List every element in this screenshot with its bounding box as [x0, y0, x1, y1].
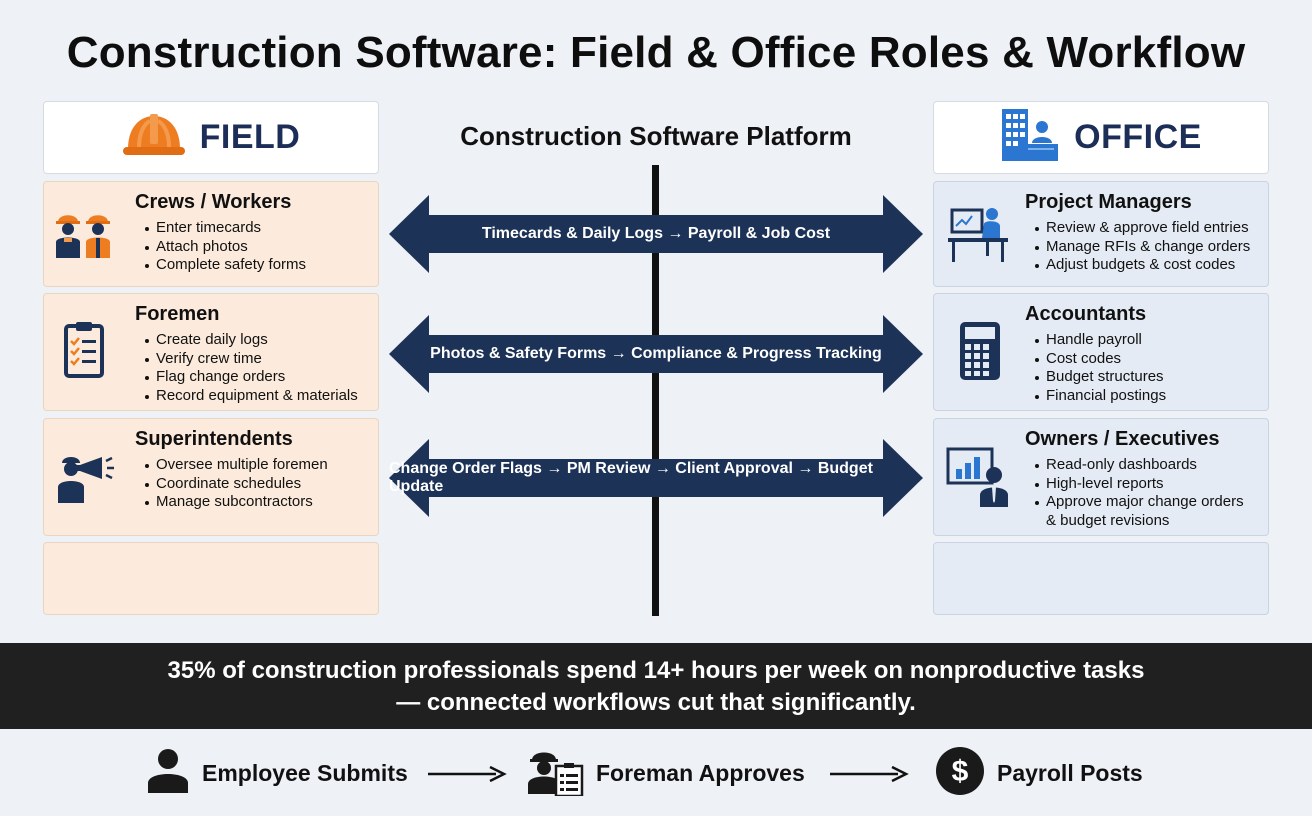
- empty-office-card: [933, 542, 1269, 615]
- office-header-label: OFFICE: [1074, 118, 1202, 156]
- list-item: Flag change orders: [145, 368, 358, 387]
- banner-line-1: 35% of construction professionals spend …: [167, 657, 1145, 684]
- workflow-step-label: Payroll Posts: [997, 759, 1143, 786]
- list-item: Budget structures: [1034, 368, 1166, 387]
- list-item: Handle payroll: [1034, 331, 1166, 350]
- workflow-arrow-icon: [830, 766, 909, 782]
- dashboard-executive-icon: [946, 445, 1010, 509]
- svg-text:$: $: [952, 755, 969, 788]
- role-items: Oversee multiple foremen Coordinate sche…: [145, 456, 328, 512]
- list-item: Enter timecards: [144, 219, 306, 238]
- list-item: Create daily logs: [145, 331, 358, 350]
- workflow-step-payroll: $ Payroll Posts: [935, 746, 1143, 801]
- list-item: Review & approve field entries: [1034, 219, 1249, 236]
- platform-divider: [652, 165, 659, 616]
- person-icon: [146, 747, 190, 800]
- workflow-step-label: Employee Submits: [202, 759, 408, 786]
- flow-arrow-photos: Photos & Safety Forms → Compliance & Pro…: [389, 315, 923, 393]
- workflow-step-employee: Employee Submits: [146, 747, 408, 799]
- field-header: FIELD: [43, 101, 379, 174]
- desk-person-icon: [946, 202, 1010, 266]
- flow-label: Photos & Safety Forms → Compliance & Pro…: [430, 345, 882, 362]
- workers-icon: [52, 204, 116, 268]
- list-item: Complete safety forms: [144, 256, 307, 273]
- workflow-step-foreman: Foreman Approves: [526, 747, 805, 799]
- list-item: Coordinate schedules: [145, 475, 328, 494]
- list-item: Adjust budgets & cost codes: [1034, 256, 1250, 275]
- role-card-accountants: Accountants Handle payroll Cost codes Bu…: [933, 293, 1269, 411]
- office-header: OFFICE: [933, 101, 1269, 174]
- flow-arrow-timecards: Timecards & Daily Logs → Payroll & Job C…: [389, 195, 923, 273]
- list-item: Approve major change orders: [1035, 493, 1244, 510]
- list-item: Read-only dashboards: [1035, 456, 1244, 475]
- role-title: Accountants: [1025, 303, 1147, 325]
- approval-workflow: Employee Submits Foreman Approves: [0, 730, 1312, 816]
- dollar-circle-icon: $: [935, 746, 985, 801]
- calculator-icon: [946, 320, 1010, 384]
- flow-label: Timecards & Daily Logs → Payroll & Job C…: [481, 225, 831, 242]
- role-card-superintendents: Superintendents Oversee multiple foremen…: [43, 418, 379, 536]
- hard-hat-icon: [122, 111, 186, 164]
- list-item: Financial postings: [1034, 386, 1167, 404]
- role-card-foremen: Foremen Create daily logs Verify crew ti…: [43, 293, 379, 411]
- foreman-clipboard-icon: [526, 746, 584, 801]
- list-item: Attach photos: [144, 238, 306, 257]
- page-title: Construction Software: Field & Office Ro…: [66, 28, 1246, 77]
- role-items: Create daily logs Verify crew time Flag …: [145, 331, 358, 405]
- platform-title: Construction Software Platform: [460, 121, 852, 151]
- office-building-icon: [1000, 107, 1060, 168]
- role-items: Read-only dashboards High-level reports …: [1035, 456, 1244, 530]
- role-card-owners-executives: Owners / Executives Read-only dashboards…: [933, 418, 1269, 536]
- clipboard-checklist-icon: [52, 320, 116, 384]
- role-title: Crews / Workers: [135, 191, 292, 213]
- list-item: Cost codes: [1034, 350, 1166, 369]
- role-card-project-managers: Project Managers Review & approve field …: [933, 181, 1269, 287]
- stat-banner: 35% of construction professionals spend …: [0, 643, 1312, 729]
- role-title: Foremen: [135, 303, 220, 325]
- list-item-continuation: & budget revisions: [1046, 511, 1170, 529]
- role-title: Owners / Executives: [1025, 428, 1220, 450]
- megaphone-person-icon: [52, 445, 116, 509]
- role-items: Review & approve field entries Manage RF…: [1034, 219, 1251, 275]
- workflow-step-label: Foreman Approves: [596, 759, 805, 786]
- list-item: Manage RFIs & change orders: [1034, 237, 1251, 255]
- empty-field-card: [43, 542, 379, 615]
- role-card-crews: Crews / Workers Enter timecards Attach p…: [43, 181, 379, 287]
- role-title: Project Managers: [1025, 191, 1192, 213]
- workflow-arrow-icon: [428, 766, 507, 782]
- list-item: Verify crew time: [145, 350, 358, 369]
- field-header-label: FIELD: [199, 118, 301, 156]
- list-item: Oversee multiple foremen: [145, 456, 328, 473]
- role-items: Handle payroll Cost codes Budget structu…: [1034, 331, 1167, 405]
- role-items: Enter timecards Attach photos Complete s…: [144, 219, 307, 275]
- list-item: Manage subcontractors: [145, 493, 328, 512]
- list-item: Record equipment & materials: [145, 386, 358, 404]
- banner-line-2: — connected workflows cut that significa…: [396, 689, 916, 716]
- flow-label: Change Order Flags → PM Review → Client …: [389, 460, 873, 495]
- list-item: High-level reports: [1035, 475, 1244, 494]
- flow-arrow-change-orders: Change Order Flags → PM Review → Client …: [389, 439, 923, 517]
- role-title: Superintendents: [135, 428, 293, 450]
